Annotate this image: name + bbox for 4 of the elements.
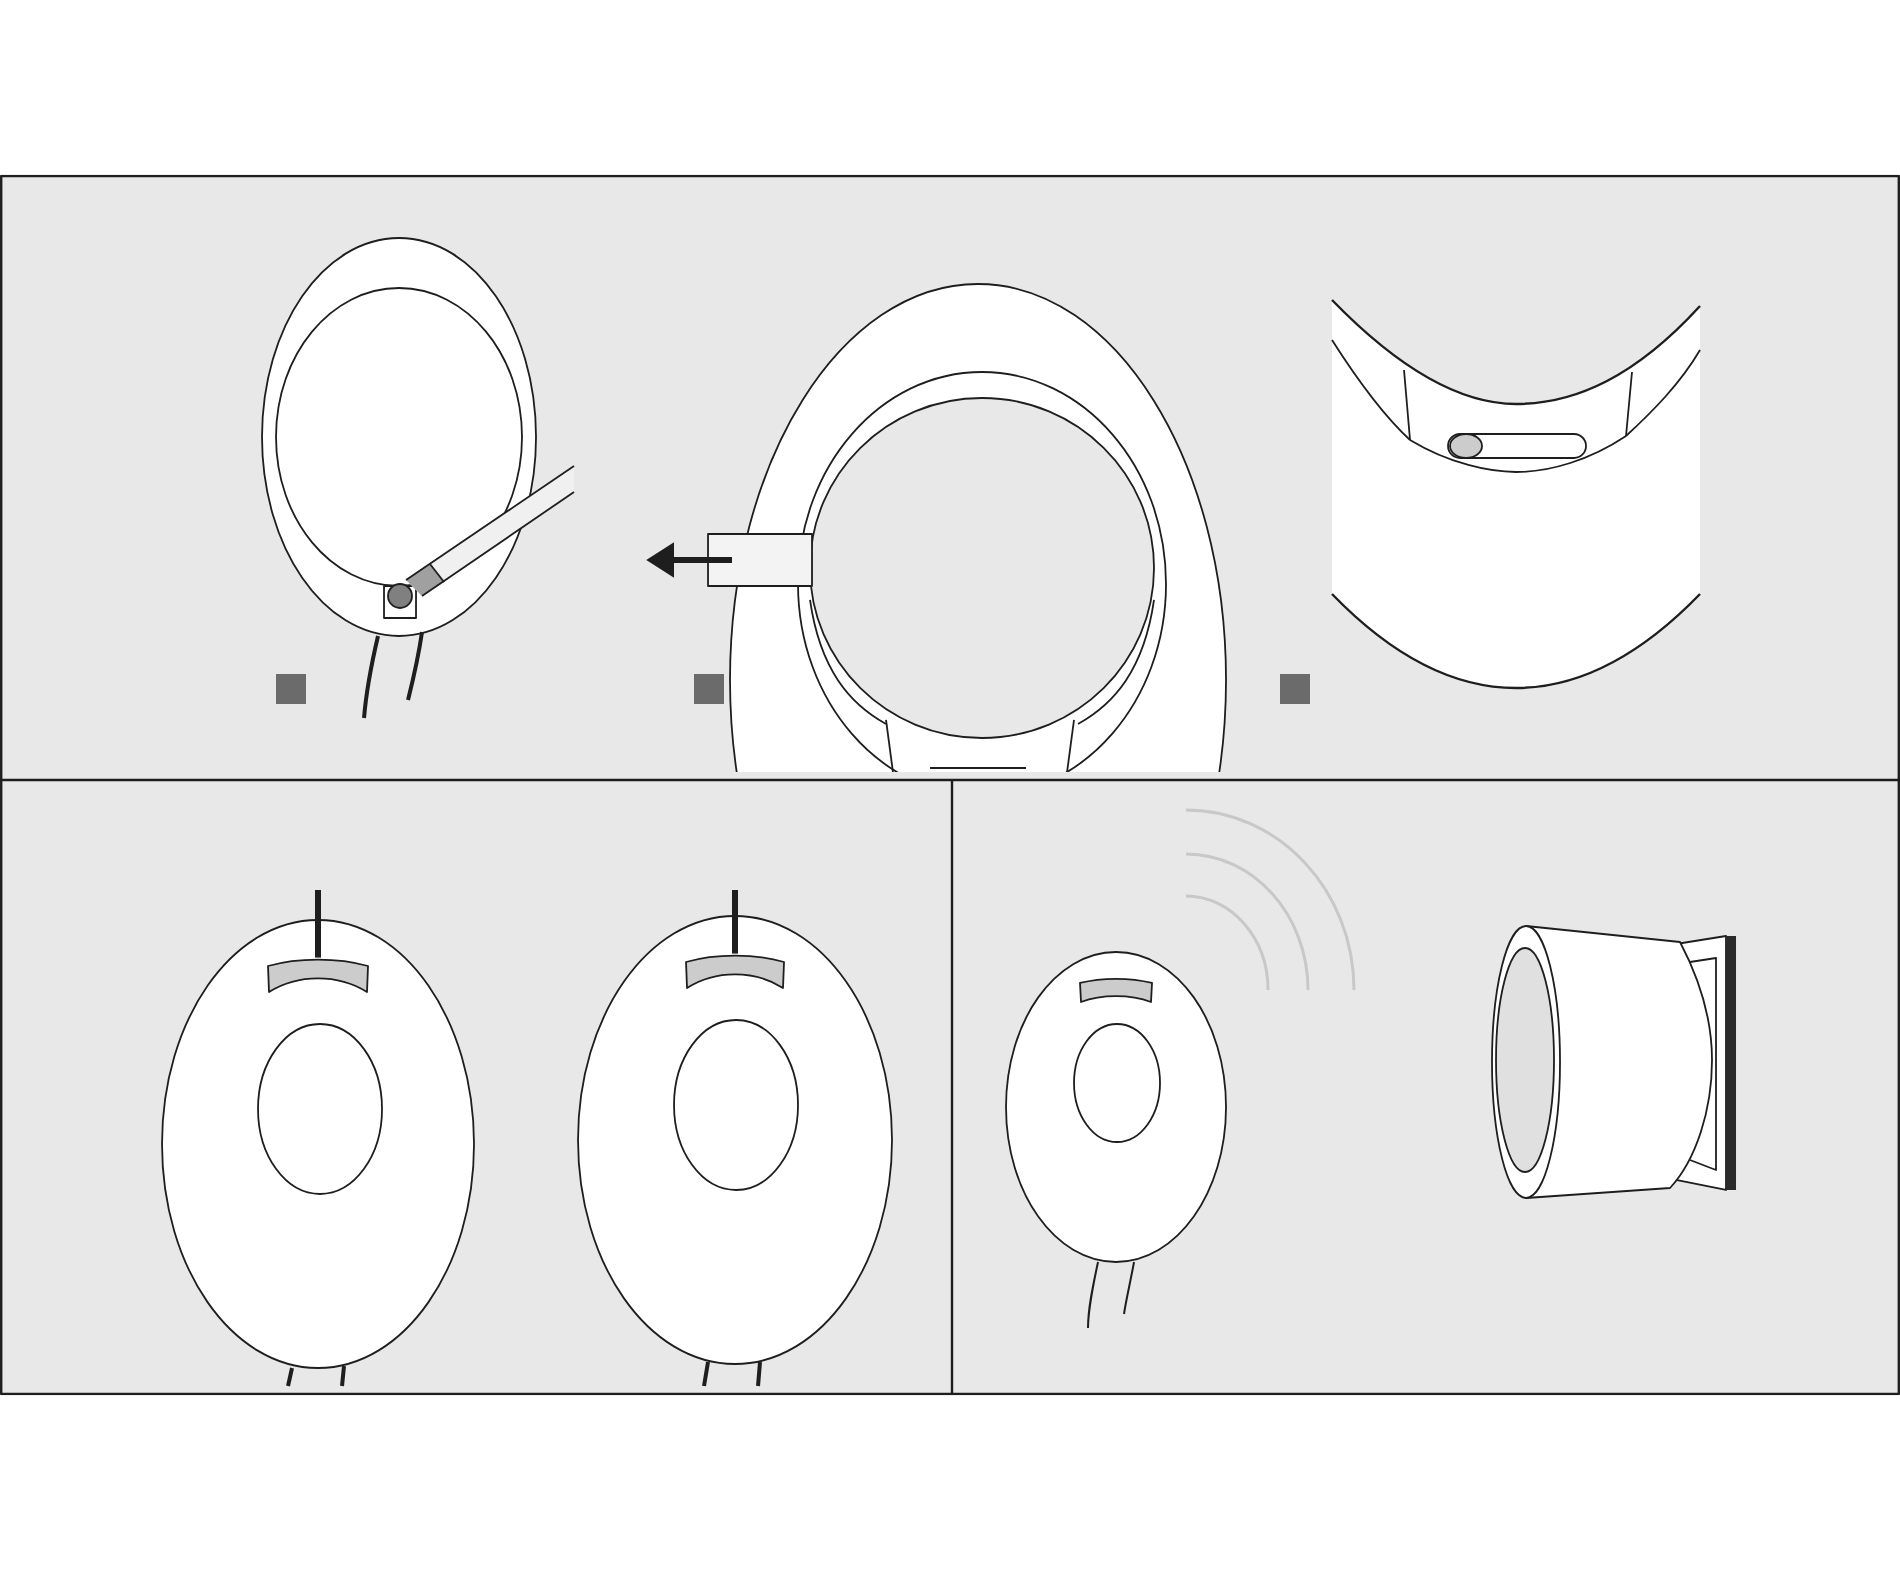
leader-line <box>732 890 738 954</box>
indicator-strip <box>685 954 785 989</box>
leader-line <box>315 890 321 958</box>
indicator-strip <box>267 958 369 993</box>
